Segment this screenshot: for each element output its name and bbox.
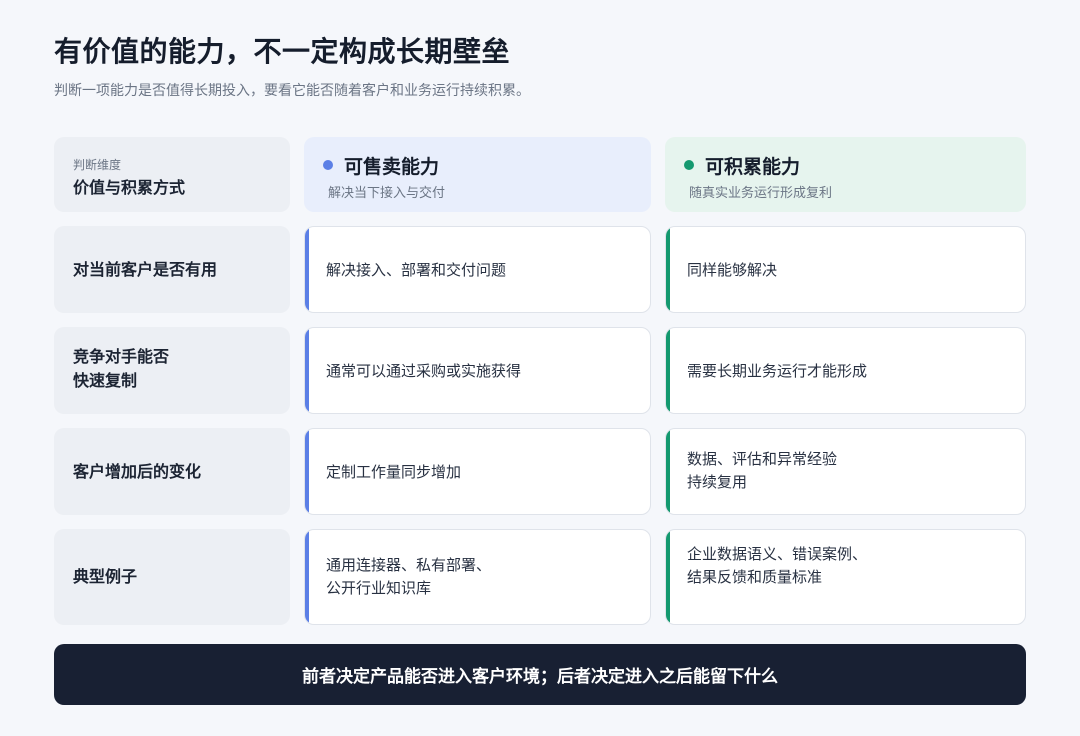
dimension-label: 客户增加后的变化 [73, 462, 202, 481]
green-accent-bar [666, 227, 670, 312]
conclusion-text: 前者决定产品能否进入客户环境；后者决定进入之后能留下什么 [302, 667, 778, 687]
row-3-dimension: 客户增加后的变化 [54, 428, 290, 515]
cell-text: 企业数据语义、错误案例、 [687, 545, 868, 563]
row-4-sellable: 通用连接器、私有部署、 公开行业知识库 [304, 529, 651, 625]
row-1-accumulable: 同样能够解决 [665, 226, 1026, 313]
blue-accent-bar [305, 429, 309, 514]
cell-text: 通常可以通过采购或实施获得 [326, 362, 522, 380]
conclusion-banner: 前者决定产品能否进入客户环境；后者决定进入之后能留下什么 [54, 644, 1026, 705]
blue-accent-bar [305, 328, 309, 413]
row-2-dimension: 竞争对手能否 快速复制 [54, 327, 290, 414]
dimension-label: 对当前客户是否有用 [73, 260, 218, 279]
cell-text: 同样能够解决 [687, 261, 778, 279]
page-subtitle: 判断一项能力是否值得长期投入，要看它能否随着客户和业务运行持续积累。 [54, 83, 530, 99]
row-2-sellable: 通常可以通过采购或实施获得 [304, 327, 651, 414]
row-4-accumulable: 企业数据语义、错误案例、 结果反馈和质量标准 [665, 529, 1026, 625]
cell-text: 数据、评估和异常经验 [687, 450, 838, 468]
row-3-sellable: 定制工作量同步增加 [304, 428, 651, 515]
page-title: 有价值的能力，不一定构成长期壁垒 [54, 35, 511, 68]
dimension-label: 典型例子 [73, 567, 138, 586]
dimension-label: 竞争对手能否 [73, 347, 170, 366]
cell-text: 需要长期业务运行才能形成 [687, 362, 868, 380]
cell-text: 结果反馈和质量标准 [687, 568, 823, 586]
row-3-accumulable: 数据、评估和异常经验 持续复用 [665, 428, 1026, 515]
cell-text: 持续复用 [687, 473, 748, 491]
sellable-title: 可售卖能力 [344, 156, 440, 178]
header-accumulable-cell: 可积累能力 随真实业务运行形成复利 [665, 137, 1026, 212]
green-dot-icon [684, 160, 694, 170]
cell-text: 定制工作量同步增加 [326, 463, 462, 481]
cell-text: 通用连接器、私有部署、 [326, 556, 492, 574]
accumulable-title: 可积累能力 [705, 156, 801, 178]
blue-accent-bar [305, 530, 309, 624]
row-1-dimension: 对当前客户是否有用 [54, 226, 290, 313]
sellable-subtitle: 解决当下接入与交付 [328, 186, 446, 201]
row-2-accumulable: 需要长期业务运行才能形成 [665, 327, 1026, 414]
header-sellable-cell: 可售卖能力 解决当下接入与交付 [304, 137, 651, 212]
cell-text: 解决接入、部署和交付问题 [326, 261, 507, 279]
row-4-dimension: 典型例子 [54, 529, 290, 625]
dimension-label: 快速复制 [73, 371, 138, 390]
green-accent-bar [666, 429, 670, 514]
blue-dot-icon [323, 160, 333, 170]
blue-accent-bar [305, 227, 309, 312]
dimension-title: 价值与积累方式 [73, 178, 186, 197]
green-accent-bar [666, 328, 670, 413]
green-accent-bar [666, 530, 670, 624]
accumulable-subtitle: 随真实业务运行形成复利 [689, 186, 833, 201]
cell-text: 公开行业知识库 [326, 579, 432, 597]
dimension-caption: 判断维度 [73, 158, 122, 172]
header-dimension-cell: 判断维度 价值与积累方式 [54, 137, 290, 212]
row-1-sellable: 解决接入、部署和交付问题 [304, 226, 651, 313]
